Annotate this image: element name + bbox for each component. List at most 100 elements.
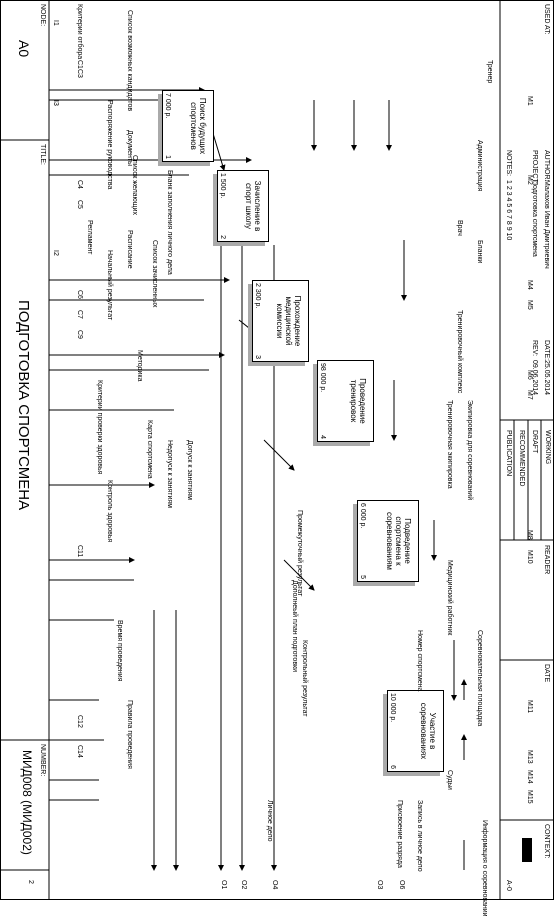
used-at-label: USED AT:	[543, 4, 550, 35]
control-code: C1C3	[76, 60, 83, 78]
control-label: Личное дело	[266, 800, 273, 842]
output-code: O3	[376, 880, 383, 890]
control-label: Дополнеый план подготовки	[291, 580, 298, 673]
output-code: O2	[240, 880, 247, 890]
control-label: Список зачисленных	[151, 240, 158, 308]
mechanism-label: Бланки	[476, 240, 483, 264]
author-label: AUTHOR:	[543, 150, 550, 182]
mechanism-label: Тренер	[486, 60, 493, 84]
control-label: Расписание	[126, 230, 133, 269]
mechanism-code: M6	[526, 370, 533, 380]
activity-number: 3	[254, 355, 261, 359]
mechanism-code: M14	[526, 770, 533, 784]
mechanism-code: M1	[526, 96, 533, 106]
status-draft: DRAFT	[531, 430, 538, 454]
control-label: Распоряжение руководства	[106, 100, 113, 190]
mechanism-code: M13	[526, 750, 533, 764]
activity-title: Проведение тренировок	[349, 378, 367, 424]
activity-cost: 98 000 р.	[319, 363, 326, 393]
control-label: Запись в личное дело	[416, 800, 423, 872]
output-code: O6	[398, 880, 405, 890]
mechanism-code: M10	[526, 550, 533, 564]
control-code: C5	[76, 200, 83, 209]
mechanism-code: M7	[526, 390, 533, 400]
mechanism-label: Администрация	[476, 140, 483, 192]
activity-number: 5	[359, 575, 366, 579]
input-label: Список возможных кандидатов	[126, 10, 133, 112]
activity-box-5[interactable]: Подведение спортсмена к соревнованиям 6 …	[357, 500, 419, 582]
notes-label: NOTES:	[505, 150, 512, 177]
date-label: DATE:	[543, 340, 550, 361]
output-code: O4	[271, 880, 278, 890]
input-label: Бланк заполнения личного дела	[166, 170, 173, 275]
activity-cost: 6 000 р.	[359, 503, 366, 529]
control-label: Методика	[136, 350, 143, 382]
activity-number: 4	[319, 435, 326, 439]
input-label: Начальный результат	[106, 250, 113, 321]
input-code: I2	[52, 250, 59, 256]
control-label: Присвоение разряда	[396, 800, 403, 868]
activity-title: Поиск будущих спортсменов	[189, 97, 207, 155]
node-ref: A-0	[505, 880, 512, 891]
status-recommended: RECOMMENDED	[518, 430, 525, 487]
node-value: A0	[16, 40, 32, 58]
input-code: I1	[52, 20, 59, 26]
control-label: Регламент	[86, 220, 93, 255]
control-label: Критерии проверки здоровья	[96, 380, 103, 475]
activity-box-4[interactable]: Проведение тренировок 98 000 р. 4	[317, 360, 374, 442]
reader-label: READER	[543, 545, 550, 575]
control-code: C7	[76, 310, 83, 319]
date-col-label: DATE	[543, 664, 550, 683]
rev-label: REV:	[531, 340, 538, 357]
activity-number: 2	[219, 235, 226, 239]
title-label: TITLE:	[39, 144, 46, 166]
input-label: Критерии отбора	[76, 4, 83, 60]
mechanism-code: M5	[526, 300, 533, 310]
control-label: Карта спортсмена	[146, 420, 153, 479]
control-code: C14	[76, 745, 83, 758]
activity-title: Прохождение медицинской комиссии	[275, 295, 302, 347]
author-value: Малахов Иван Дмитриевич	[543, 180, 550, 269]
activity-cost: 10 000 р.	[389, 693, 396, 723]
activity-box-2[interactable]: Зачисление в спорт школу 1 500 р. 2	[217, 170, 269, 242]
control-code: C12	[76, 715, 83, 728]
activity-cost: 1 500 р.	[219, 173, 226, 199]
project-value: Подготовка спортсмена	[531, 180, 538, 257]
control-code: C4	[76, 180, 83, 189]
activity-number: 1	[164, 155, 171, 159]
mechanism-label: Медицинский работник	[446, 560, 453, 636]
mechanism-code: M11	[526, 700, 533, 714]
control-code: C11	[76, 545, 83, 558]
number-value: МИД008 (МИД002)	[20, 750, 34, 855]
control-code: C9	[76, 330, 83, 339]
status-publication: PUBLICATION	[505, 430, 512, 477]
mechanism-code: M2	[526, 175, 533, 185]
status-working: WORKING	[544, 430, 551, 465]
diagram-title: ПОДГОТОВКА СПОРТСМЕНА	[15, 300, 32, 511]
mechanism-label: Тренировочный комплекс	[456, 310, 463, 394]
activity-cost: 7 000 р.	[164, 93, 171, 119]
control-code: C6	[76, 290, 83, 299]
node-label: NODE:	[39, 4, 46, 27]
date-value: 25.05.2014	[543, 360, 550, 396]
notes-value: 1 2 3 4 5 6 7 8 9 10	[505, 180, 512, 241]
mechanism-label: Экипировка для соревнований	[466, 400, 473, 501]
activity-title: Подведение спортсмена к соревнованиям	[385, 512, 412, 570]
number-label: NUMBER:	[39, 744, 46, 777]
activity-box-1[interactable]: Поиск будущих спортсменов 7 000 р. 1	[162, 90, 214, 162]
input-code: I3	[52, 100, 59, 106]
activity-box-6[interactable]: Участие в соревнованиях 10 000 р. 6	[387, 690, 444, 772]
control-label: Список желающих	[131, 155, 138, 215]
mechanism-label: Судьи	[446, 770, 453, 790]
activity-cost: 2 300 р.	[254, 283, 261, 309]
mechanism-label: Соревновательная площадка	[476, 630, 483, 727]
activity-title: Зачисление в спорт школу	[244, 180, 262, 232]
control-label: Допуск к занятиям	[186, 440, 193, 500]
activity-box-3[interactable]: Прохождение медицинской комиссии 2 300 р…	[252, 280, 309, 362]
mechanism-code: M4	[526, 280, 533, 290]
mechanism-label: Тренировочная экипировка	[446, 400, 453, 489]
context-marker	[522, 838, 532, 862]
mechanism-label: Врач	[456, 220, 463, 236]
control-label: Недопуск к занятиям	[166, 440, 173, 508]
